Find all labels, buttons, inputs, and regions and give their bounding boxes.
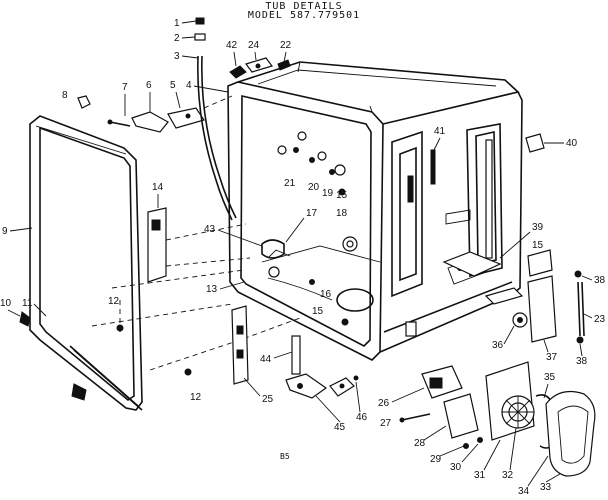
callout-42: 42 (226, 40, 238, 51)
callout-16: 16 (320, 289, 332, 300)
callout-10: 10 (0, 298, 12, 309)
left-hardware (19, 17, 237, 401)
page-code: B5 (280, 452, 290, 461)
callout-11: 11 (22, 298, 33, 309)
callout-19: 19 (322, 188, 334, 199)
callout-15a: 15 (336, 190, 348, 201)
callout-39: 39 (532, 222, 544, 233)
callout-34: 34 (518, 486, 530, 497)
callout-33: 33 (540, 482, 552, 493)
callout-25: 25 (262, 394, 274, 405)
callout-21: 21 (284, 178, 296, 189)
right-parts (399, 133, 596, 477)
callout-23: 23 (594, 314, 606, 325)
callout-9: 9 (2, 226, 8, 237)
callout-22: 22 (280, 40, 292, 51)
callout-7: 7 (122, 82, 128, 93)
callout-8: 8 (62, 90, 68, 101)
tub (227, 61, 523, 361)
callout-2: 2 (174, 33, 180, 44)
callout-14: 14 (152, 182, 164, 193)
callout-41: 41 (434, 126, 446, 137)
callout-36: 36 (492, 340, 504, 351)
callout-12b: 12 (190, 392, 202, 403)
callout-32: 32 (502, 470, 514, 481)
callout-43: 43 (204, 224, 216, 235)
callout-5: 5 (170, 80, 176, 91)
callout-40: 40 (566, 138, 578, 149)
callout-38a: 38 (594, 275, 606, 286)
callout-29: 29 (430, 454, 442, 465)
callout-44: 44 (260, 354, 272, 365)
callout-31: 31 (474, 470, 486, 481)
callout-4: 4 (186, 80, 192, 91)
callout-6: 6 (146, 80, 152, 91)
door-gasket (29, 115, 143, 411)
model-number: MODEL 587.779501 (247, 10, 361, 21)
callout-37: 37 (546, 352, 558, 363)
callouts: 1 2 3 4 5 6 7 8 9 10 11 12 12 13 14 (0, 18, 606, 497)
callout-17: 17 (306, 208, 318, 219)
lower-center-parts (231, 305, 359, 399)
diagram-title: TUB DETAILS (265, 1, 343, 12)
callout-1: 1 (174, 18, 180, 29)
callout-20: 20 (308, 182, 320, 193)
callout-15b: 15 (312, 306, 324, 317)
callout-12a: 12 (108, 296, 120, 307)
callout-30: 30 (450, 462, 462, 473)
callout-13: 13 (206, 284, 218, 295)
callout-35: 35 (544, 372, 556, 383)
callout-45: 45 (334, 422, 346, 433)
callout-15c: 15 (532, 240, 544, 251)
callout-18: 18 (336, 208, 348, 219)
callout-3: 3 (174, 51, 180, 62)
callout-38b: 38 (576, 356, 588, 367)
top-brackets (229, 57, 291, 79)
callout-27: 27 (380, 418, 392, 429)
callout-46: 46 (356, 412, 368, 423)
callout-26: 26 (378, 398, 390, 409)
callout-24: 24 (248, 40, 260, 51)
callout-28: 28 (414, 438, 426, 449)
